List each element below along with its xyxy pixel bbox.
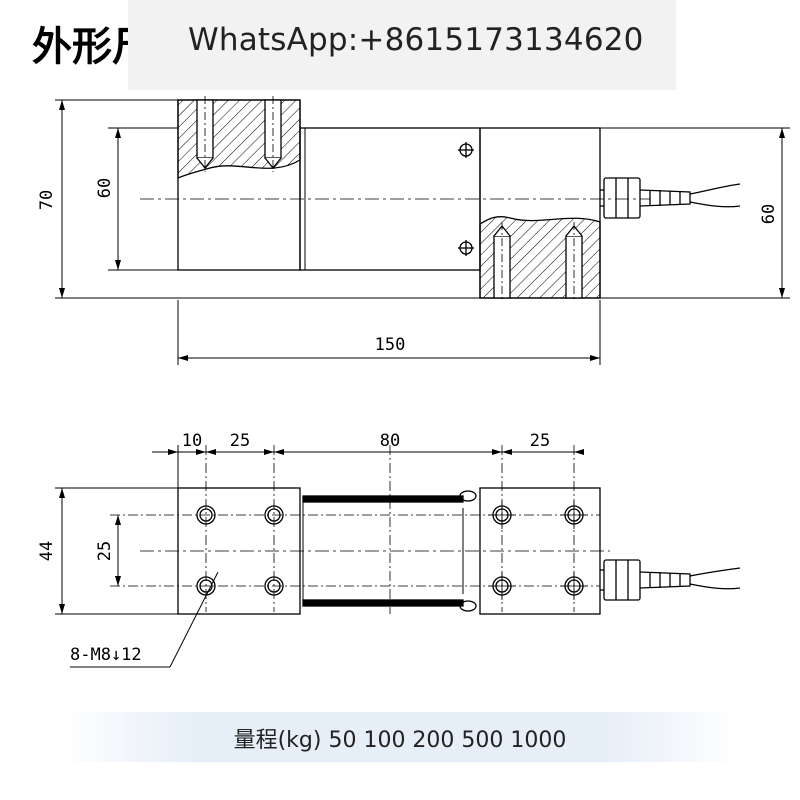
left-hatch [177, 99, 301, 179]
dim-hole-spacing-right: 25 [530, 431, 550, 451]
thread-note: 8-M8↓12 [70, 645, 142, 665]
watermark-banner [128, 0, 676, 90]
dim-height-total: 70 [37, 190, 57, 210]
dim-height-left: 60 [95, 178, 115, 198]
cable [689, 567, 741, 577]
cable-strain-relief [639, 189, 691, 207]
dim-height-right: 60 [759, 204, 779, 224]
side-view [55, 96, 790, 365]
dim-hole-spacing-vertical: 25 [95, 541, 115, 561]
dim-width: 44 [37, 541, 57, 561]
cable-strain-relief [639, 571, 691, 589]
cable-connector [603, 177, 641, 219]
capacity-banner: 量程(kg) 50 100 200 500 1000 [60, 712, 740, 762]
cable [689, 183, 741, 195]
dim-hole-spacing-left: 25 [230, 431, 250, 451]
capacity-text: 量程(kg) 50 100 200 500 1000 [233, 728, 567, 753]
watermark-text: WhatsApp:+8615173134620 [188, 22, 644, 58]
dim-center-span: 80 [380, 431, 400, 451]
plan-view [55, 445, 741, 668]
beam-rail [302, 495, 464, 503]
dim-length: 150 [375, 335, 406, 355]
beam-rail [302, 599, 464, 607]
cable-connector [603, 559, 641, 601]
dim-edge: 10 [182, 431, 202, 451]
